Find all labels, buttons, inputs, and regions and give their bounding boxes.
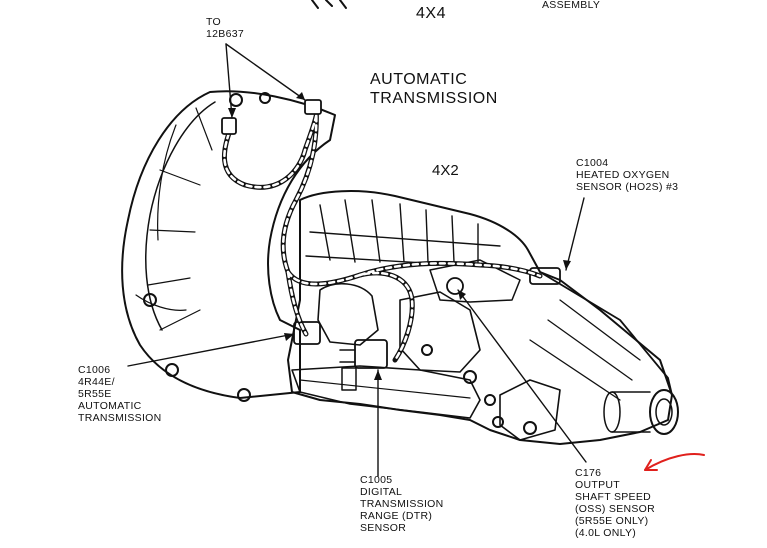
label-assembly: ASSEMBLY <box>542 0 601 11</box>
label-c1006: C1006 4R44E/ 5R55E AUTOMATIC TRANSMISSIO… <box>78 364 162 424</box>
leader-lines <box>127 43 587 477</box>
label-c1004: C1004 HEATED OXYGEN SENSOR (HO2S) #3 <box>576 157 679 193</box>
label-c1005: C1005 DIGITAL TRANSMISSION RANGE (DTR) S… <box>360 474 444 534</box>
diagram-title: AUTOMATIC TRANSMISSION <box>370 71 498 107</box>
annotation-arrow <box>644 453 705 471</box>
label-c176: C176 OUTPUT SHAFT SPEED (OSS) SENSOR (5R… <box>575 467 656 539</box>
label-4x4: 4X4 <box>416 5 446 22</box>
to-reference-label: TO 12B637 <box>206 16 245 40</box>
top-fragment <box>311 0 347 9</box>
label-4x2: 4X2 <box>432 162 459 179</box>
